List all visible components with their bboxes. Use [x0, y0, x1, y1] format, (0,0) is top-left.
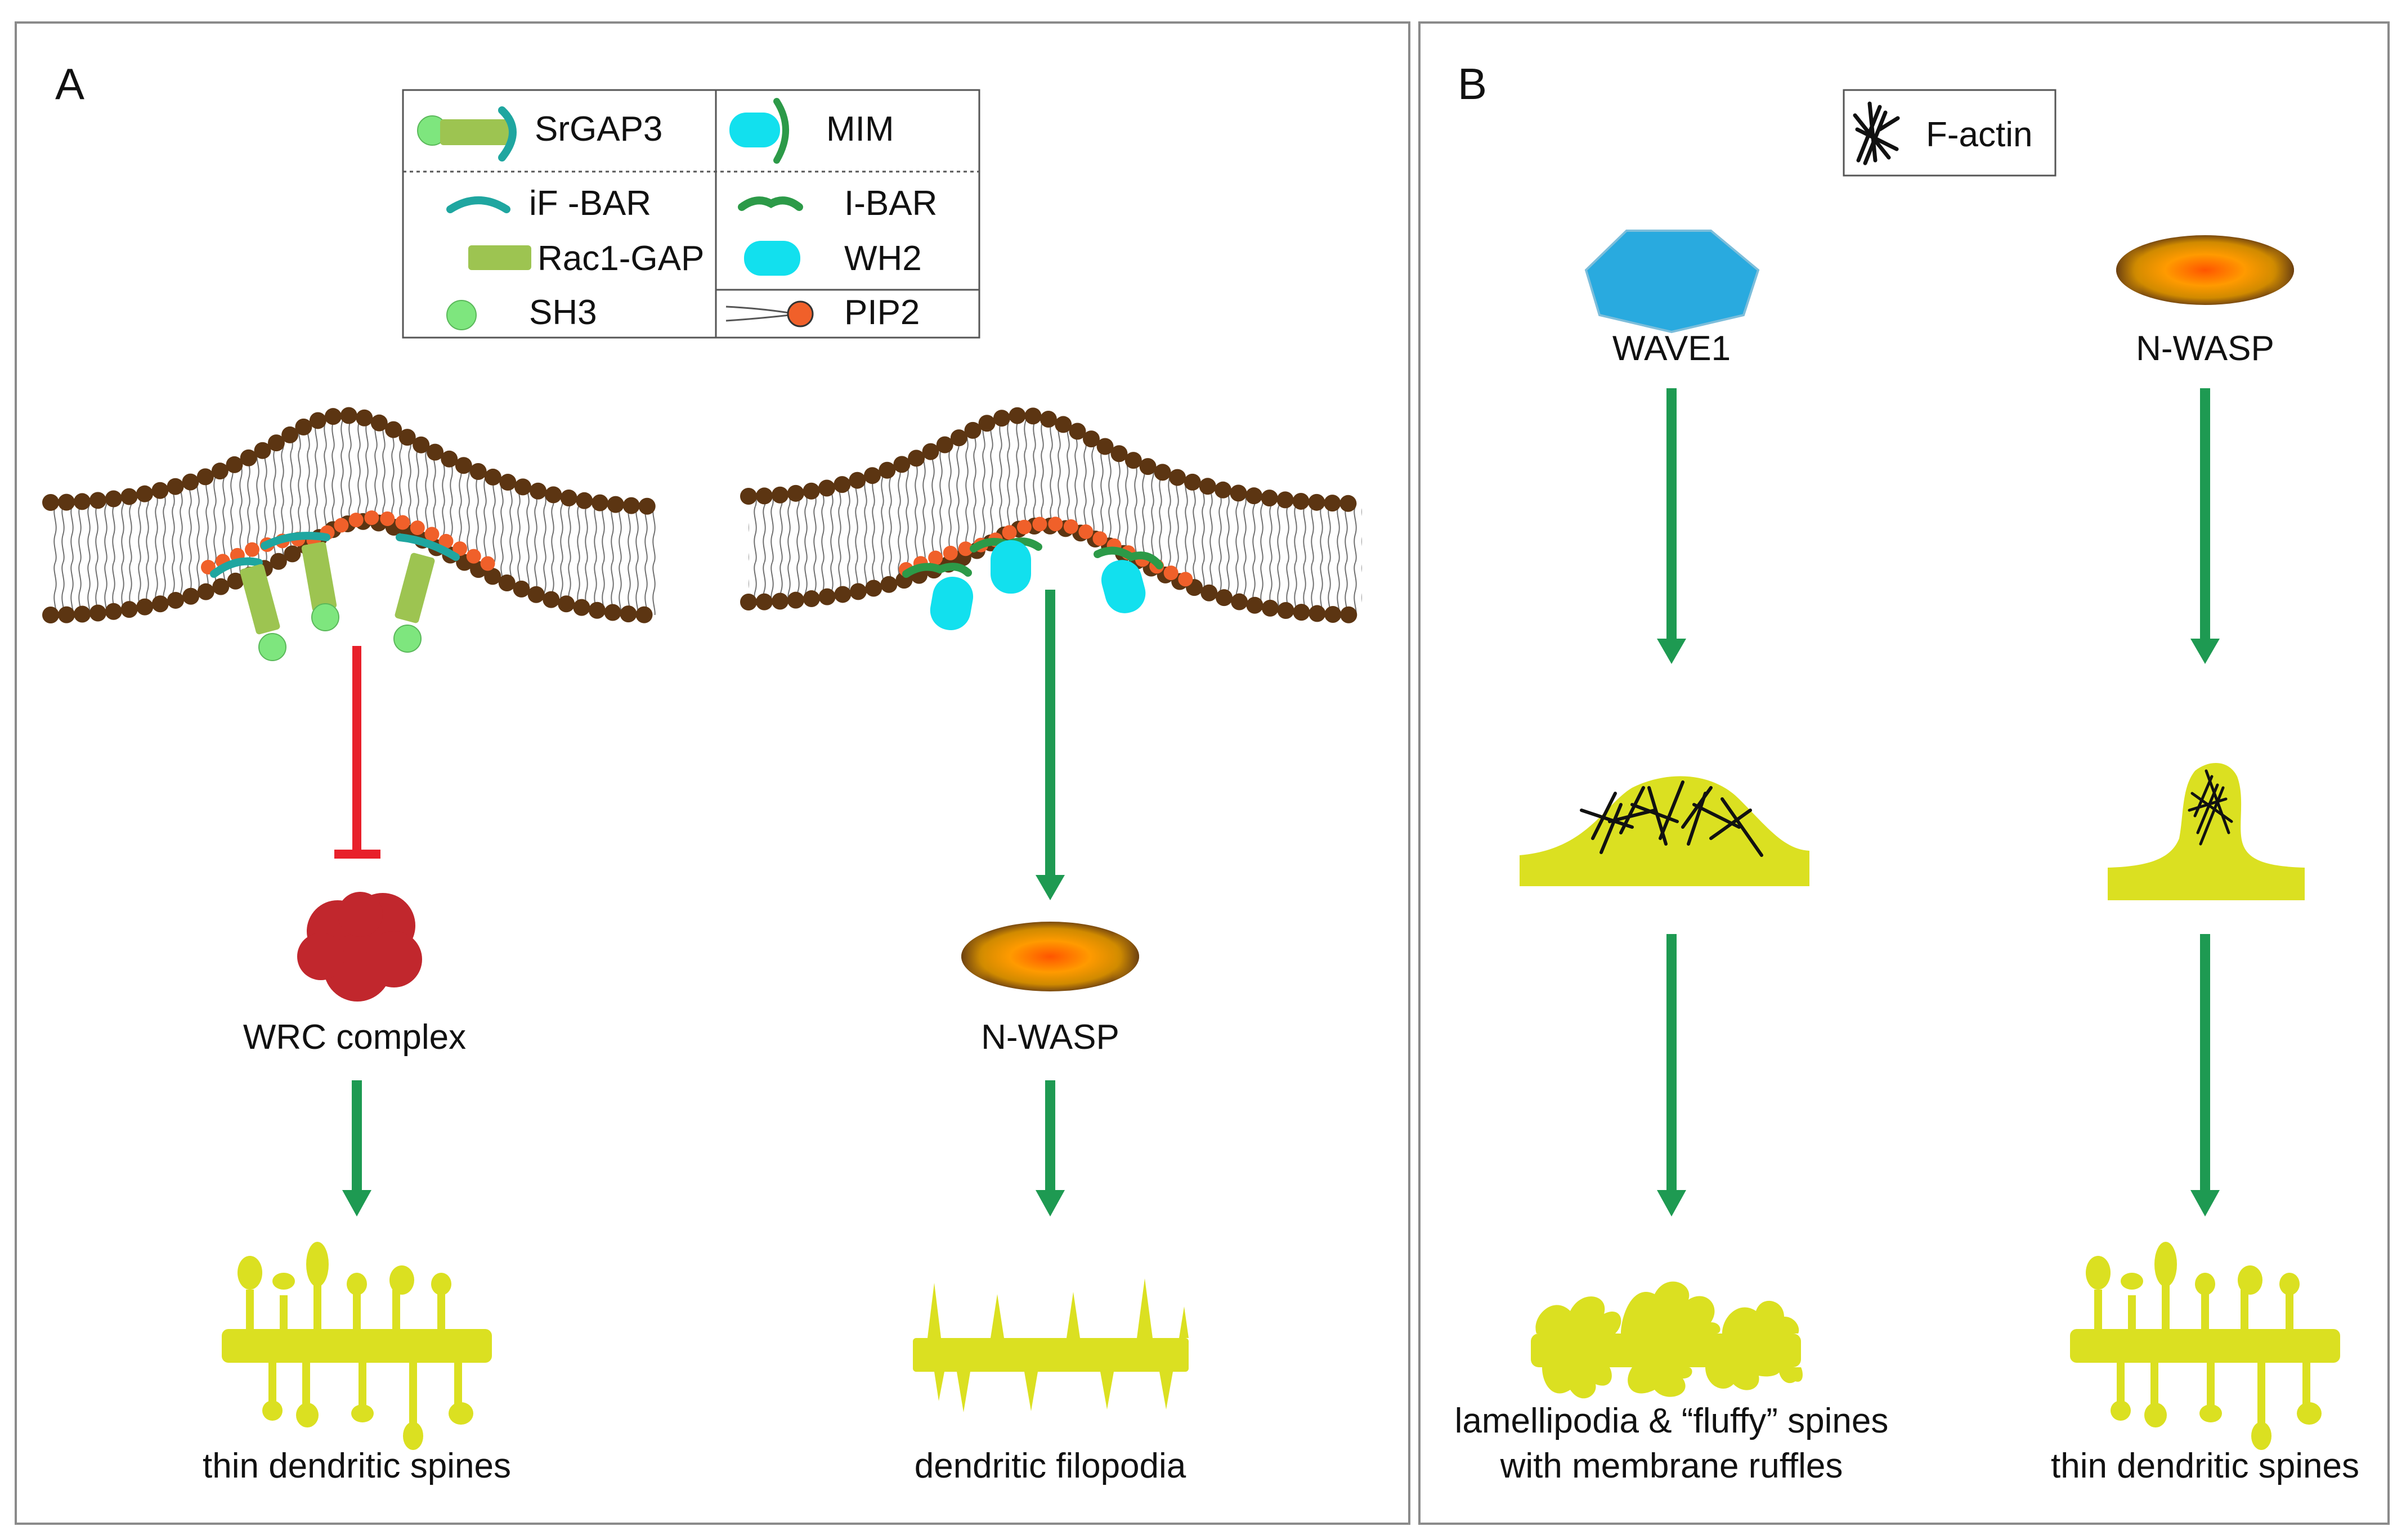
arrow-b-left-2 [1657, 934, 1686, 1216]
inhibition-arrow [334, 646, 380, 859]
nwasp-b-icon [2116, 235, 2294, 305]
arrow-b-right-1 [2190, 388, 2220, 664]
legend-pip2-label: PIP2 [844, 293, 920, 332]
arrow-a-left-2 [342, 1080, 371, 1216]
legend-ibar-label: I-BAR [844, 184, 938, 223]
thin-spines-a-label: thin dendritic spines [203, 1447, 511, 1485]
wrc-complex-label: WRC complex [243, 1018, 467, 1057]
arrow-a-right-1 [1036, 590, 1065, 900]
ibar-icon [738, 196, 803, 211]
nwasp-icon [961, 922, 1139, 991]
lamellipodia-label-line1: lamellipodia & “fluffy” spines [1454, 1402, 1889, 1440]
arrow-b-left-1 [1657, 388, 1686, 664]
dendritic-filopodia-label: dendritic filopodia [914, 1447, 1186, 1485]
srgap3-icon [417, 106, 517, 161]
arrow-a-right-2 [1036, 1080, 1065, 1216]
rac1gap-icon [468, 245, 531, 270]
lamellipodia-label-line2: with membrane ruffles [1500, 1447, 1843, 1485]
sh3-icon [446, 300, 477, 330]
filopodia-graphic [913, 1278, 1189, 1412]
legend-srgap3-label: SrGAP3 [535, 110, 663, 149]
wave1-icon [1584, 230, 1760, 334]
factin-icon [1853, 101, 1900, 165]
panel-b-letter: B [1458, 59, 1487, 109]
thin-spines-b-label: thin dendritic spines [2051, 1447, 2359, 1485]
pip2-icon [725, 300, 814, 327]
panel-a-letter: A [55, 59, 85, 109]
wave1-label: WAVE1 [1612, 329, 1731, 368]
mim-icon [729, 98, 789, 164]
thin-spines-a-graphic [222, 1242, 492, 1450]
nwasp-a-label: N-WASP [981, 1018, 1119, 1057]
legend-factin-label: F-actin [1926, 115, 2033, 154]
legend-rac1gap-label: Rac1-GAP [537, 239, 705, 278]
nwasp-spine-graphic [2108, 763, 2305, 900]
wave1-spine-graphic [1520, 776, 1809, 886]
arrow-b-right-2 [2190, 934, 2220, 1216]
membrane-right [740, 407, 1370, 630]
legend-ifbar-label: iF -BAR [529, 184, 651, 223]
ifbar-icon [446, 196, 510, 213]
membrane-left [42, 407, 667, 661]
legend-sh3-label: SH3 [529, 293, 597, 332]
legend-mim-label: MIM [826, 110, 894, 149]
legend-wh2-label: WH2 [844, 239, 922, 278]
wrc-complex-icon [297, 892, 422, 1002]
nwasp-b-label: N-WASP [2136, 329, 2274, 368]
thin-spines-b-graphic [2070, 1242, 2340, 1450]
lamellipodia-graphic [1531, 1281, 1803, 1399]
wh2-icon [744, 241, 800, 276]
